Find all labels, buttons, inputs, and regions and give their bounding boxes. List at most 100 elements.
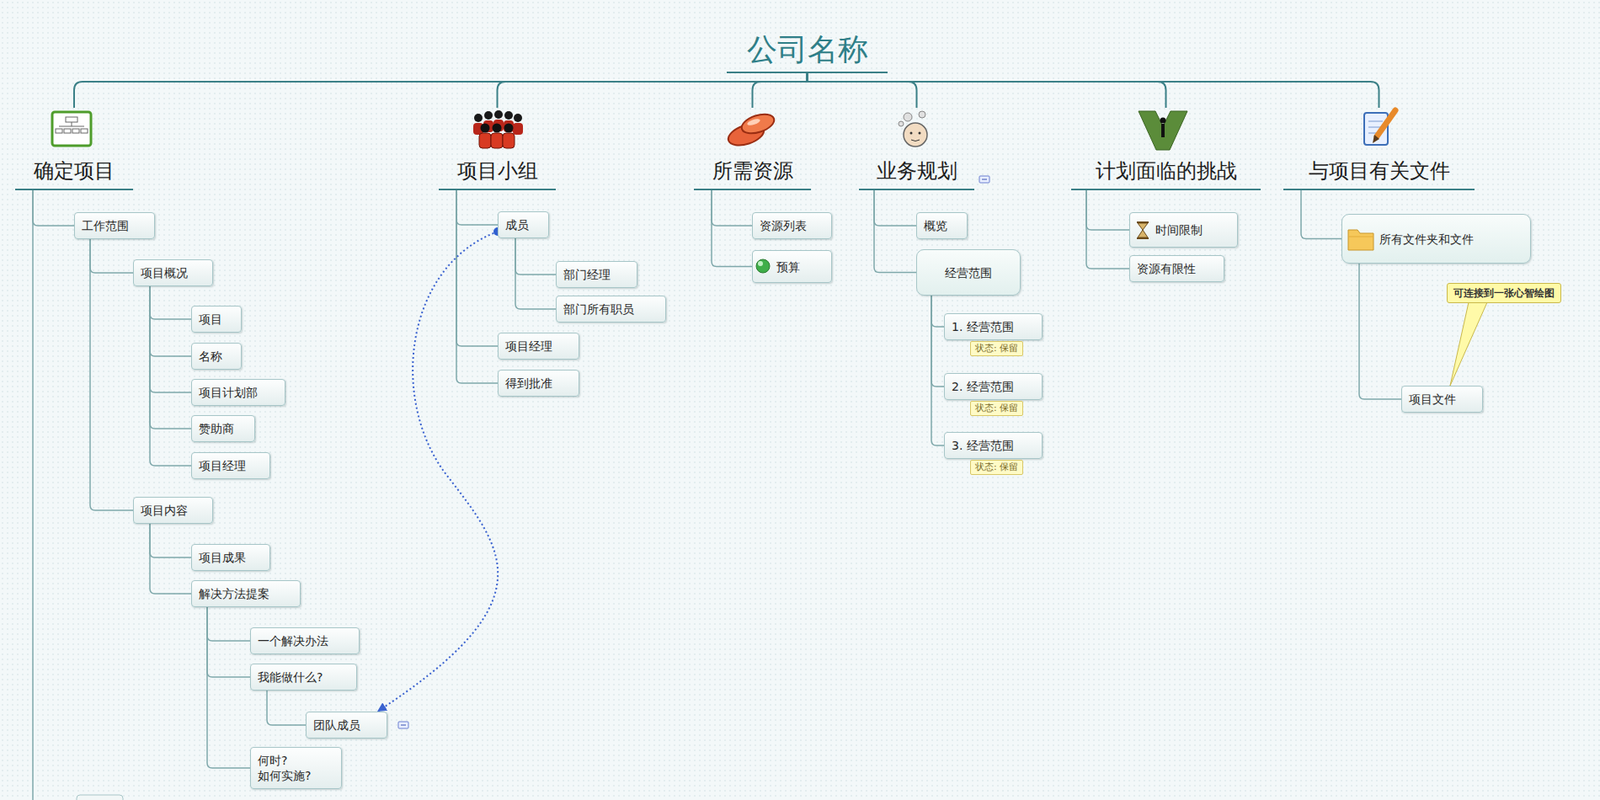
branch-line (207, 607, 251, 641)
branch-topic: 确定项目 (15, 107, 134, 191)
topic-text: 资源列表 (759, 218, 825, 234)
topic-box: 解决方法提案 (191, 580, 301, 608)
challenge-icon (1138, 111, 1188, 150)
topic-box: 预算 (752, 250, 832, 283)
branch-line (711, 190, 752, 267)
topic-box: 项目计划部 (191, 378, 286, 406)
branch-topic: 业务规划 (858, 107, 975, 191)
branch-line (456, 190, 498, 347)
branch-topic: 与项目有关文件 (1283, 107, 1475, 191)
topic-text: 经营范围 (923, 265, 1014, 281)
budget-icon (756, 259, 770, 273)
spine-line (32, 190, 34, 800)
topic-text: 所有文件夹和文件 (1379, 231, 1524, 247)
topic-box: 概览 (916, 212, 968, 240)
root-branch-line (807, 73, 918, 108)
root-branch-line (752, 73, 808, 108)
status-tag: 状态: 保留 (970, 459, 1024, 475)
team-icon (473, 110, 523, 149)
topic-box: 我能做什么? (250, 663, 358, 691)
topic-text: 状态: 保留 (975, 402, 1019, 415)
topic-text: 项目经理 (505, 338, 572, 354)
topic-box: 成员 (497, 211, 550, 239)
planning-icon (898, 111, 928, 147)
topic-box: 项目文件 (1401, 385, 1483, 413)
topic-text: 团队成员 (313, 717, 380, 733)
branch-line (207, 607, 251, 678)
topic-text: 计划面临的挑战 (1077, 158, 1254, 184)
folder-icon (1348, 229, 1374, 251)
branch-line (711, 190, 752, 226)
root-topic: 公司名称 (726, 25, 888, 74)
branch-line (149, 286, 192, 429)
topic-text: 何时? 如何实施? (257, 752, 335, 784)
topic-text: 得到批准 (505, 375, 572, 391)
topic-box: 时间限制 (1129, 212, 1238, 248)
topic-text: 项目 (198, 311, 235, 327)
topic-text: 项目文件 (1408, 391, 1476, 407)
topic-text: 项目经理 (198, 458, 263, 474)
scope-icon (52, 112, 91, 146)
topic-text: 我能做什么? (257, 669, 350, 685)
branch-topic: 项目小组 (438, 107, 556, 191)
topic-text: 名称 (198, 348, 235, 364)
topic-text: 部门所有职员 (563, 301, 659, 317)
collapse-marker (398, 721, 409, 729)
status-tag: 状态: 保留 (970, 400, 1024, 416)
topic-text: 2. 经营范围 (951, 378, 1035, 395)
topic-box: 部门经理 (555, 261, 638, 288)
topic-box: 项目经理 (497, 332, 580, 360)
branch-line (874, 190, 917, 226)
branch-line (456, 190, 498, 384)
topic-text: 项目成果 (198, 549, 263, 566)
branch-line (1359, 263, 1402, 400)
topic-text: 3. 经营范围 (951, 437, 1035, 454)
topic-text: 概览 (923, 218, 960, 234)
topic-box: 赞助商 (191, 415, 256, 443)
topic-text: 公司名称 (735, 31, 880, 69)
topic-text: 成员 (505, 217, 542, 233)
topic-box: 何时? 如何实施? (250, 746, 342, 790)
topic-text: 项目计划部 (198, 384, 278, 400)
topic-text: 所需资源 (700, 158, 805, 184)
topic-box: 项目 (191, 305, 242, 333)
topic-box: 资源列表 (752, 212, 832, 240)
topic-box: 团队成员 (305, 711, 388, 739)
root-branch-line (807, 73, 1380, 108)
branch-line (1086, 190, 1130, 230)
topic-box: 名称 (191, 342, 242, 370)
branch-line (266, 690, 306, 726)
collapse-marker (979, 176, 990, 183)
topic-text: 项目概况 (140, 265, 206, 281)
topic-text: 资源有限性 (1136, 261, 1217, 277)
branch-line (931, 295, 944, 327)
topic-box: 3. 经营范围 (944, 432, 1043, 459)
topic-text: 状态: 保留 (975, 342, 1019, 355)
topic-box: 工作范围 (74, 212, 155, 240)
status-tag: 状态: 保留 (970, 341, 1024, 357)
branch-line (90, 239, 134, 511)
branch-line (931, 295, 944, 387)
branch-line (90, 239, 134, 273)
topic-box: 得到批准 (497, 369, 580, 397)
topic-box: 经营范围 (916, 249, 1021, 296)
topic-text: 状态: 保留 (975, 461, 1019, 474)
topic-text: 与项目有关文件 (1290, 158, 1468, 184)
topic-box: 项目成果 (191, 544, 271, 571)
topic-text: 解决方法提案 (198, 586, 294, 602)
topic-text: 时间限制 (1155, 222, 1231, 238)
branch-line (931, 295, 944, 446)
topic-box: 项目经理 (191, 452, 271, 480)
topic-text: 项目内容 (140, 502, 206, 518)
branch-line (149, 523, 192, 558)
topic-box: 所有文件夹和文件 (1341, 213, 1531, 264)
topic-text: 工作范围 (81, 218, 148, 234)
branch-line (149, 286, 192, 357)
branch-topic: 所需资源 (693, 107, 811, 191)
topic-box: 部门所有职员 (555, 295, 667, 323)
topic-text: 部门经理 (563, 266, 630, 283)
topic-text: 1. 经营范围 (951, 319, 1035, 335)
topic-text: 可连接到一张心智绘图 (1453, 286, 1555, 300)
branch-line (1086, 190, 1130, 269)
